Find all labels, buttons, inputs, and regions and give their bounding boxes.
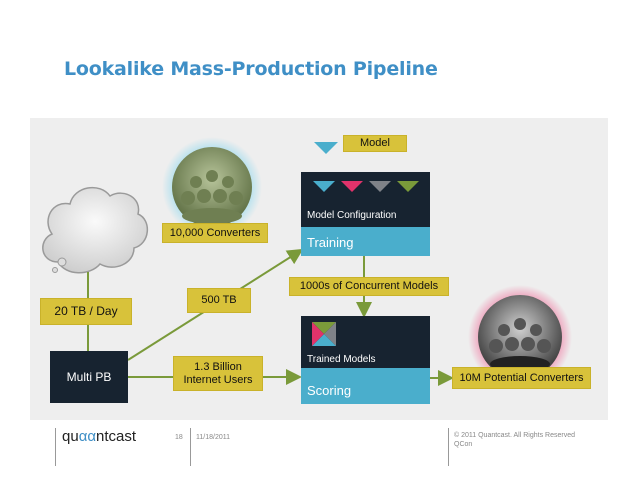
footer-copyright: © 2011 Quantcast. All Rights Reserved (454, 432, 575, 439)
data-rate-label: 20 TB / Day (40, 298, 132, 325)
logo-prefix: qu (62, 428, 79, 445)
blue-triangle-icon (313, 181, 335, 192)
training-card: Model Configuration Training (301, 172, 430, 256)
internet-users-line2: Internet Users (183, 373, 253, 386)
logo-suffix: ntcast (96, 428, 137, 445)
internet-users-line1: 1.3 Billion (194, 360, 242, 373)
size-label: 500 TB (187, 288, 251, 313)
potential-converters-label: 10M Potential Converters (452, 367, 591, 389)
footer-divider-left (55, 428, 56, 466)
scoring-card: Trained Models Scoring (301, 316, 430, 404)
trained-model-icon (312, 322, 336, 346)
footer-date: 11/18/2011 (196, 434, 230, 441)
green-triangle-icon (397, 181, 419, 192)
quantcast-logo: quααntcast (62, 428, 136, 445)
gray-triangle-icon (369, 181, 391, 192)
converters-crowd-icon (162, 137, 262, 237)
storage-box: Multi PB (50, 351, 128, 403)
training-label: Training (307, 235, 354, 250)
internet-users-label: 1.3 Billion Internet Users (173, 356, 263, 391)
cloud-icon (42, 186, 148, 274)
model-indicator-icon (314, 142, 338, 154)
scoring-label: Scoring (307, 383, 352, 398)
footer-divider-middle (190, 428, 191, 466)
trained-models-label: Trained Models (307, 354, 376, 365)
logo-accent: αα (78, 428, 97, 445)
footer-event: QCon (454, 441, 473, 448)
potential-converters-crowd-icon (468, 285, 572, 389)
model-tag: Model (343, 135, 407, 152)
footer-divider-right (448, 428, 449, 466)
converters-label: 10,000 Converters (162, 223, 268, 243)
model-configuration-label: Model Configuration (307, 210, 397, 221)
concurrent-models-label: 1000s of Concurrent Models (289, 277, 449, 296)
slide-title: Lookalike Mass-Production Pipeline (64, 58, 438, 80)
page-number: 18 (175, 434, 183, 441)
model-configuration-icons (313, 181, 419, 192)
red-triangle-icon (341, 181, 363, 192)
